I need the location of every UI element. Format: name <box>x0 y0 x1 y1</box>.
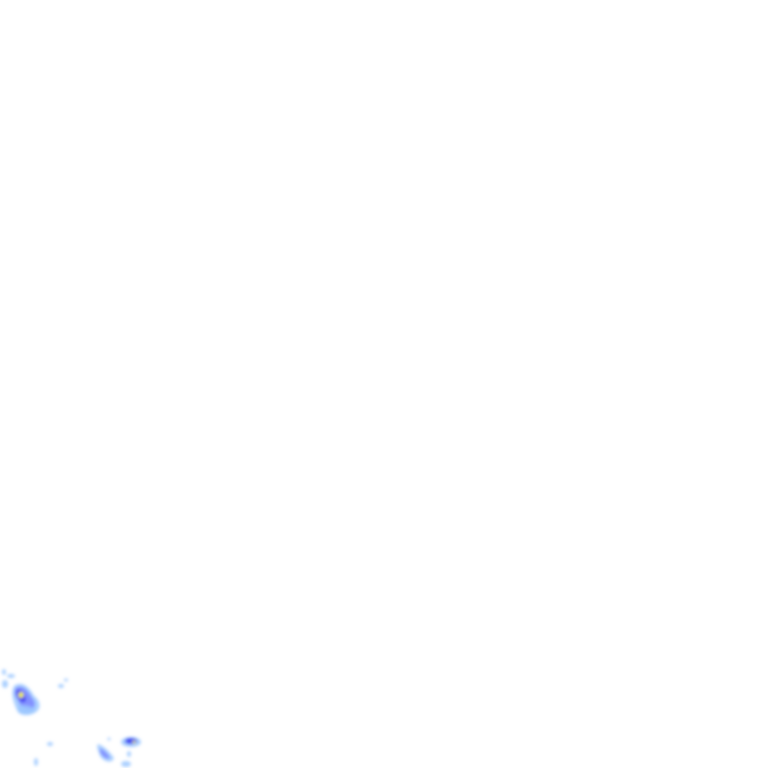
precip-cell <box>2 669 68 715</box>
precip-cell <box>97 737 141 767</box>
precip-speckle <box>34 742 53 766</box>
